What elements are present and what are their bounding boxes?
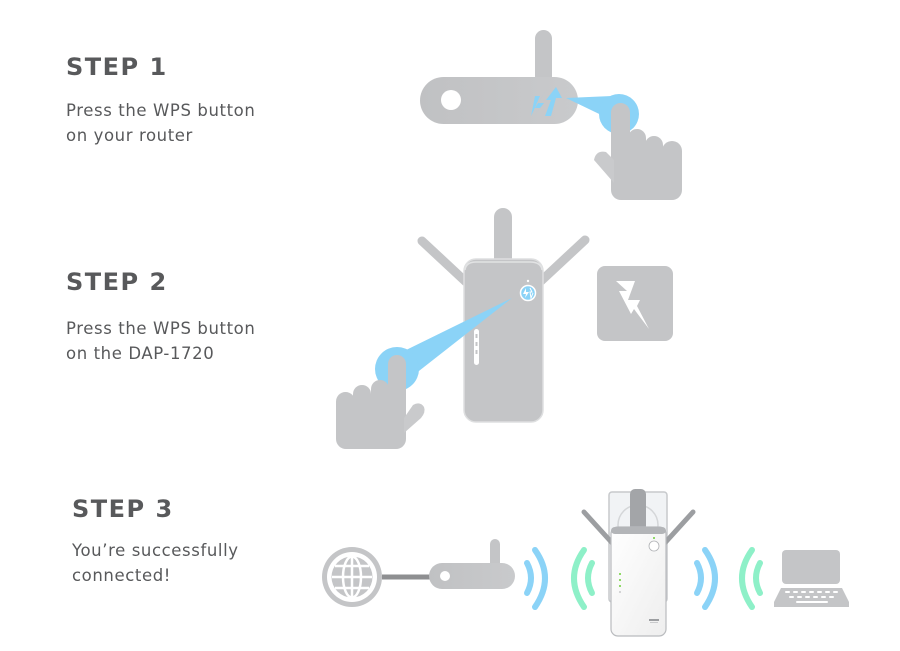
step-3-laptop-icon — [774, 550, 849, 607]
step-3-wifi-signal-icon-right-green — [739, 547, 763, 610]
step-2-title: STEP 2 — [66, 268, 168, 296]
step-1-line-1: Press the WPS button — [66, 101, 256, 120]
step-2-line-2: on the DAP-1720 — [66, 344, 215, 363]
router-antenna — [535, 30, 552, 85]
extender-top-antenna — [494, 208, 512, 268]
extender-body — [463, 258, 544, 423]
step-2-description: Press the WPS button on the DAP-1720 — [66, 316, 255, 366]
step-3-extender-device-icon — [581, 489, 696, 637]
step-1-line-2: on your router — [66, 126, 193, 145]
step-2-line-1: Press the WPS button — [66, 319, 256, 338]
step-3-globe-icon — [322, 547, 382, 607]
extender-led-bar — [474, 329, 479, 365]
step-2-extender-icon — [417, 208, 590, 423]
step-3-description: You’re successfully connected! — [72, 538, 239, 588]
step-3-wifi-signal-icon-left-green — [571, 547, 595, 610]
extender-right-antenna — [536, 235, 590, 286]
step-1-title: STEP 1 — [66, 53, 168, 81]
step-1-pointing-hand-icon — [594, 103, 682, 200]
step-3-router-icon — [429, 539, 515, 589]
step-3-title: STEP 3 — [72, 495, 174, 523]
step-3-wifi-signal-icon-left-blue — [524, 547, 548, 610]
step-1-wps-icon — [531, 87, 562, 117]
router-led — [441, 90, 461, 110]
step-1-router-icon — [420, 30, 578, 124]
step-2-power-bolt-icon — [597, 266, 673, 341]
router-body — [420, 77, 578, 124]
step-3-wifi-signal-icon-right-blue — [694, 547, 718, 610]
step-3-line-1: You’re successfully — [72, 541, 239, 560]
step-2-wps-icon — [519, 284, 537, 302]
extender-left-antenna — [417, 236, 471, 287]
step-2-pointing-hand-icon — [336, 355, 425, 449]
step-1-description: Press the WPS button on your router — [66, 98, 255, 148]
step-3-line-2: connected! — [72, 566, 172, 585]
